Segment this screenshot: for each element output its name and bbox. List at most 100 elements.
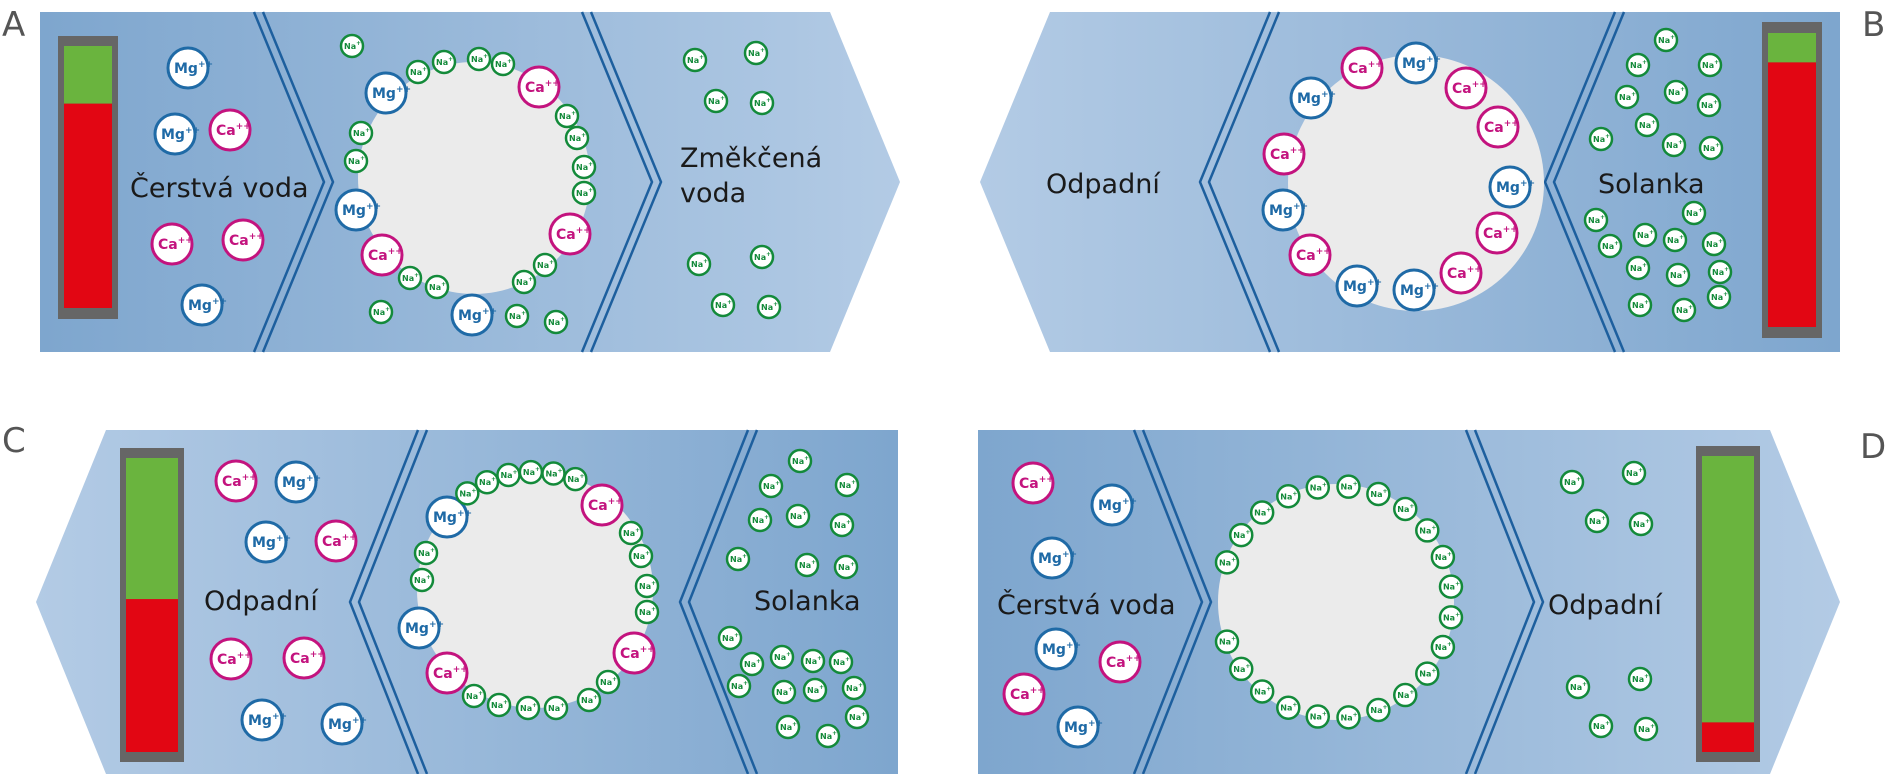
na-ion: Na+ <box>431 49 457 75</box>
ion-label: Na+ <box>581 694 598 705</box>
na-ion: Na+ <box>1305 704 1331 729</box>
na-ion: Na+ <box>1696 92 1722 118</box>
ion-circle <box>1633 716 1659 742</box>
ion-circle <box>787 448 813 474</box>
ion-circle <box>571 180 597 206</box>
ion-label: Na+ <box>1310 481 1327 492</box>
ion-circle <box>1697 52 1723 78</box>
separator-chevron-2 <box>1543 11 1626 353</box>
ion-label: Mg++ <box>1496 179 1535 196</box>
na-ion: Na+ <box>1415 661 1440 686</box>
ion-circle <box>1249 500 1275 525</box>
na-ion: Na+ <box>787 448 813 474</box>
ion-label: Na+ <box>708 95 725 106</box>
na-ion: Na+ <box>815 723 841 749</box>
ion-label: Na+ <box>495 58 512 69</box>
ion-label: Na+ <box>1637 229 1654 240</box>
ion-label: Na+ <box>1280 490 1297 501</box>
na-ion: Na+ <box>1621 460 1647 486</box>
label-fresh-water: Čerstvá voda <box>997 589 1176 621</box>
level-green-fill <box>1702 456 1754 723</box>
ion-circle <box>758 473 784 499</box>
level-red-fill <box>126 599 178 752</box>
ion-circle <box>1336 474 1361 499</box>
ion-circle <box>1305 704 1331 729</box>
level-indicator <box>1696 446 1760 762</box>
ion-label: Na+ <box>1419 524 1436 535</box>
na-ion: Na+ <box>1249 500 1275 525</box>
ion-circle <box>1488 165 1532 209</box>
na-ion: Na+ <box>595 669 621 695</box>
ion-circle <box>1625 52 1651 78</box>
ion-label: Na+ <box>471 53 488 64</box>
ion-label: Na+ <box>754 251 771 262</box>
ion-label: Mg++ <box>174 60 213 77</box>
ion-circle <box>461 683 487 709</box>
mg-ion: Mg++ <box>244 520 291 564</box>
na-ion: Na+ <box>771 679 797 705</box>
ion-label: Na+ <box>691 258 708 269</box>
ion-circle <box>1653 27 1679 53</box>
na-ion: Na+ <box>405 59 431 85</box>
ion-label: Mg++ <box>328 716 367 733</box>
na-ion: Na+ <box>1671 297 1697 323</box>
ion-group: Mg++Mg++Ca++Ca++Ca++Mg++Mg++Ca++Mg++Ca++… <box>150 33 782 337</box>
ion-group: Ca++Mg++Mg++Ca++Ca++Ca++Mg++Mg++Mg++Ca++… <box>209 448 870 749</box>
ion-label: Na+ <box>1712 266 1729 277</box>
na-ion: Na+ <box>1632 222 1658 248</box>
ion-label: Na+ <box>1703 142 1720 153</box>
ion-circle <box>314 519 358 563</box>
ion-circle <box>413 540 439 566</box>
na-ion: Na+ <box>1276 695 1301 720</box>
separator-chevron-1 <box>1132 429 1213 774</box>
na-ion: Na+ <box>710 292 736 318</box>
mg-ion: Mg++ <box>1392 268 1439 312</box>
ion-circle <box>829 512 855 538</box>
ion-label: Na+ <box>1593 133 1610 144</box>
mg-ion: Mg++ <box>1056 705 1103 749</box>
ion-circle <box>563 466 588 492</box>
panel-b: Odpadní Solanka Ca++Mg++Ca++Mg++Ca++Ca++… <box>980 11 1840 353</box>
na-ion: Na+ <box>1665 262 1691 288</box>
na-ion: Na+ <box>828 649 854 675</box>
ion-label: Na+ <box>748 47 765 58</box>
ion-circle <box>1415 661 1440 686</box>
ion-label: Mg++ <box>458 307 497 324</box>
na-ion: Na+ <box>1628 511 1654 537</box>
mg-ion: Mg++ <box>1090 483 1137 527</box>
panel-d: Čerstvá voda Odpadní Ca++Mg++Mg++Mg++Ca+… <box>978 429 1840 774</box>
na-ion: Na+ <box>775 714 801 740</box>
ion-circle <box>1415 518 1440 543</box>
na-ion: Na+ <box>794 552 820 578</box>
label-waste: Odpadní <box>204 586 319 617</box>
ion-label: Na+ <box>569 132 586 143</box>
ion-label: Ca++ <box>1019 475 1054 492</box>
ion-circle <box>180 283 224 327</box>
ion-circle <box>1276 695 1301 720</box>
mg-ion: Mg++ <box>397 606 444 650</box>
ion-circle <box>1439 251 1483 295</box>
ion-circle <box>543 309 569 335</box>
ion-label: Na+ <box>754 97 771 108</box>
ca-ion: Ca++ <box>150 222 194 266</box>
na-ion: Na+ <box>348 120 374 146</box>
ion-circle <box>343 148 369 174</box>
ion-circle <box>1583 207 1609 233</box>
ion-label: Na+ <box>715 299 732 310</box>
ion-label: Mg++ <box>372 85 411 102</box>
mg-ion: Mg++ <box>320 702 367 746</box>
ion-circle <box>1681 200 1707 226</box>
na-ion: Na+ <box>1430 544 1456 570</box>
ion-label: Ca++ <box>620 645 655 662</box>
ion-circle <box>1261 188 1305 232</box>
ion-circle <box>1627 292 1653 318</box>
na-ion: Na+ <box>703 88 729 114</box>
ion-circle <box>775 714 801 740</box>
ion-label: Ca++ <box>217 651 252 668</box>
ca-ion: Ca++ <box>221 218 265 262</box>
na-ion: Na+ <box>1681 200 1707 226</box>
na-ion: Na+ <box>1565 674 1591 700</box>
ion-label: Na+ <box>834 519 851 530</box>
ion-circle <box>1621 460 1647 486</box>
ion-circle <box>726 673 752 699</box>
